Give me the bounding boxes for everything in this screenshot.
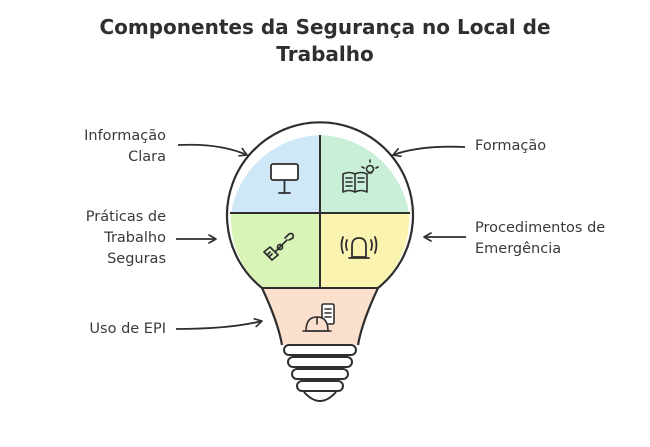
bulb-base — [283, 344, 357, 402]
helmet-clipboard-icon — [302, 303, 335, 332]
bulb-outline — [225, 121, 415, 346]
label-epi-line-1: Uso de EPI — [89, 321, 166, 337]
title-line-1: Componentes da Segurança no Local de — [99, 15, 551, 39]
label-informacao-line-1: Informação — [84, 128, 166, 144]
label-procedimentos-emergencia: Procedimentos de Emergência — [475, 218, 645, 260]
quadrant-mid-right — [320, 213, 410, 288]
label-procedimentos-line-2: Emergência — [475, 241, 562, 257]
arrow-formacao — [392, 145, 466, 158]
label-informacao-clara: Informação Clara — [40, 126, 166, 168]
label-formacao-line-1: Formação — [475, 138, 547, 154]
wrench-gear-icon — [263, 232, 295, 261]
alarm-bell-icon — [340, 236, 378, 259]
quadrant-top-right — [320, 135, 409, 213]
label-praticas-line-3: Seguras — [107, 251, 166, 267]
label-praticas-line-1: Práticas de — [85, 209, 166, 225]
diagram-title: Componentes da Segurança no Local de Tra… — [0, 14, 650, 68]
arrow-epi — [175, 318, 263, 330]
sign-icon — [270, 163, 299, 194]
label-praticas-seguras: Práticas de Trabalho Seguras — [40, 207, 166, 270]
book-lightbulb-icon — [342, 159, 379, 193]
title-line-2: Trabalho — [276, 42, 374, 66]
arrow-info — [177, 143, 248, 157]
label-informacao-line-2: Clara — [128, 149, 166, 165]
label-praticas-line-2: Trabalho — [104, 230, 166, 246]
label-formacao: Formação — [475, 136, 625, 157]
label-uso-epi: Uso de EPI — [40, 319, 166, 340]
label-procedimentos-line-1: Procedimentos de — [475, 220, 606, 236]
